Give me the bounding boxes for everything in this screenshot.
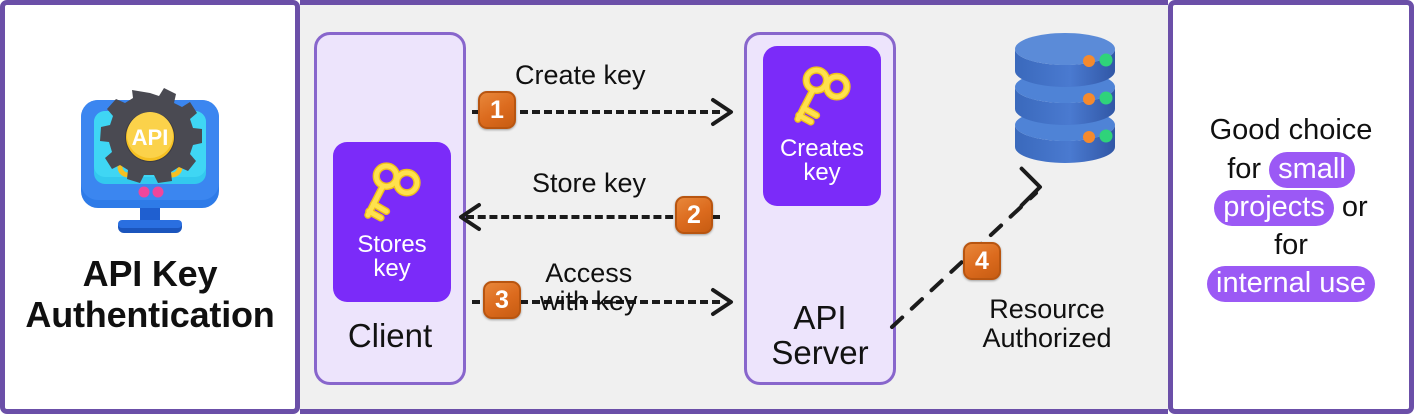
api-monitor-gear-icon: API — [66, 79, 234, 247]
connector-3-arrowhead — [710, 287, 736, 317]
client-chip-label: Stores key — [357, 231, 427, 282]
left-title-panel: API API Key Authentication — [0, 0, 300, 414]
step-badge-2[interactable]: 2 — [675, 196, 713, 234]
client-stores-key-chip: Stores key — [333, 142, 451, 302]
connector-2-label: Store key — [532, 168, 647, 198]
step-badge-3[interactable]: 3 — [483, 281, 521, 319]
right-note-panel: Good choice for small projects or for in… — [1168, 0, 1414, 414]
connector-3-line — [472, 300, 720, 304]
use-case-note: Good choice for small projects or for in… — [1179, 111, 1403, 303]
step-badge-1[interactable]: 1 — [478, 91, 516, 129]
connector-1-arrowhead — [710, 97, 736, 127]
connector-2-line — [466, 215, 720, 219]
key-icon — [364, 162, 421, 222]
highlight-internal-use: internal use — [1207, 266, 1375, 303]
highlight-projects: projects — [1214, 189, 1334, 226]
page-title-line2: Authentication — [25, 294, 275, 335]
server-chip-label: Creates key — [779, 135, 865, 186]
node-api-server[interactable]: Creates key API Server — [744, 32, 896, 385]
page-title-line1: API Key — [82, 252, 218, 294]
key-icon — [794, 66, 851, 126]
note-line-4: for — [1274, 229, 1308, 262]
api-badge-text: API — [132, 125, 169, 150]
node-client[interactable]: Stores key Client — [314, 32, 466, 385]
connector-4-label: Resource Authorized — [982, 294, 1112, 353]
connector-2-arrowhead — [456, 202, 482, 232]
note-line-3: projects or — [1179, 188, 1403, 226]
note-line-1: Good choice — [1209, 114, 1373, 147]
node-client-label: Client — [347, 317, 433, 354]
highlight-small: small — [1269, 151, 1355, 188]
diagram-stage: Stores key Client — [300, 5, 1168, 409]
flow-diagram-panel: Stores key Client — [300, 0, 1168, 414]
connector-1-label: Create key — [515, 60, 646, 90]
note-line-5: internal use — [1179, 264, 1403, 303]
step-badge-4[interactable]: 4 — [963, 242, 1001, 280]
connector-4-line — [886, 166, 1086, 335]
node-api-server-label: API Server — [771, 299, 869, 371]
connector-1-line — [472, 110, 720, 114]
page-title: API Key Authentication — [25, 253, 274, 335]
note-line-2: for small — [1179, 150, 1403, 188]
database-stack-icon — [1011, 29, 1119, 194]
connector-3-label: Access with key — [540, 258, 638, 316]
server-creates-key-chip: Creates key — [763, 46, 881, 206]
